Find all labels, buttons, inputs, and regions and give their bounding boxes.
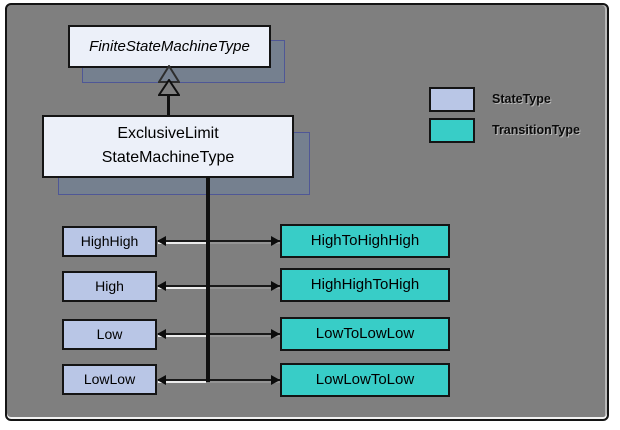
connector-line xyxy=(158,379,206,381)
connector-line xyxy=(158,285,206,287)
state-label: LowLow xyxy=(83,371,136,387)
node-label: FiniteStateMachineType xyxy=(89,38,250,55)
arrowhead-left-icon xyxy=(157,329,166,339)
node-label-line1: ExclusiveLimit xyxy=(117,125,219,142)
arrowhead-left-icon xyxy=(157,375,166,385)
state-label: Low xyxy=(96,326,123,342)
legend-transition-swatch xyxy=(429,118,475,143)
node-finite-state-machine-type: FiniteStateMachineType xyxy=(68,25,271,68)
node-transition-lowtolowlow: LowToLowLow xyxy=(280,317,450,351)
arrowhead-right-icon xyxy=(271,281,280,291)
connector-line xyxy=(158,240,206,242)
node-transition-highhightohigh: HighHighToHigh xyxy=(280,268,450,302)
arrowhead-right-icon xyxy=(271,236,280,246)
legend-state-label: StateType xyxy=(492,92,551,106)
node-transition-lowlowtolow: LowLowToLow xyxy=(280,363,450,397)
connector-line xyxy=(210,333,280,335)
transition-label: LowToLowLow xyxy=(315,325,415,342)
node-label-line2: StateMachineType xyxy=(101,149,235,166)
node-transition-hightohighhigh: HighToHighHigh xyxy=(280,224,450,258)
state-label: High xyxy=(95,278,124,294)
transition-label: HighToHighHigh xyxy=(310,232,420,249)
arrowhead-left-icon xyxy=(157,236,166,246)
node-state-highhigh: HighHigh xyxy=(62,226,157,257)
state-label: HighHigh xyxy=(80,233,139,249)
node-state-high: High xyxy=(62,271,157,302)
transition-label: HighHighToHigh xyxy=(310,276,420,293)
legend-state-swatch xyxy=(429,87,475,112)
connector-line xyxy=(210,379,280,381)
node-exclusive-limit-state-machine-type: ExclusiveLimit StateMachineType xyxy=(42,115,294,178)
node-state-lowlow: LowLow xyxy=(62,364,157,395)
node-state-low: Low xyxy=(62,319,157,350)
connector-line xyxy=(210,240,280,242)
transition-label: LowLowToLow xyxy=(315,371,415,388)
arrowhead-left-icon xyxy=(157,281,166,291)
connector-line xyxy=(158,333,206,335)
trunk-line xyxy=(206,177,210,382)
arrowhead-right-icon xyxy=(271,329,280,339)
connector-line xyxy=(210,285,280,287)
arrowhead-right-icon xyxy=(271,375,280,385)
inheritance-stem-line xyxy=(167,95,170,116)
legend-transition-label: TransitionType xyxy=(492,123,580,137)
